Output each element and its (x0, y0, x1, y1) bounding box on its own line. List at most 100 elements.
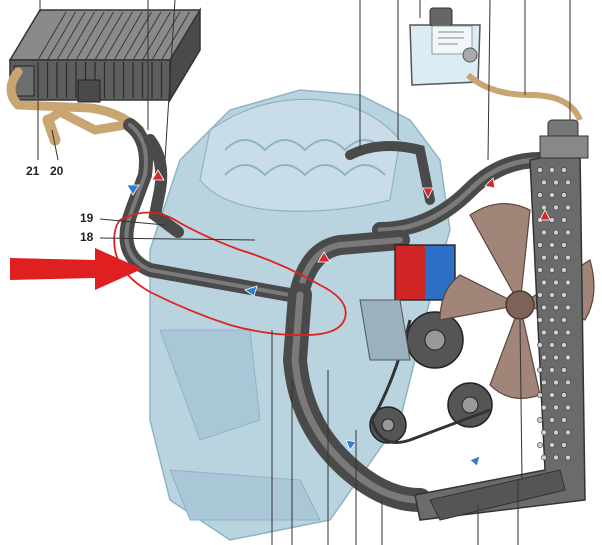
radiator-dot (565, 229, 571, 236)
thermostat (394, 244, 456, 301)
radiator-dots (537, 167, 571, 461)
annotation-loop (113, 211, 347, 336)
engine-hoses-upper (290, 141, 548, 300)
lower-hose (282, 283, 432, 512)
radiator-dot (541, 429, 547, 436)
radiator-dot (565, 254, 571, 261)
heater-fin-top (94, 11, 124, 61)
radiator-dot (561, 292, 567, 298)
callout-18: 18 (80, 230, 94, 244)
tank-hose (465, 72, 583, 122)
radiator-dot (553, 329, 559, 336)
radiator-dot (565, 379, 571, 386)
radiator-dot (537, 167, 543, 173)
radiator-dot (565, 404, 571, 411)
pulleys (359, 299, 493, 444)
radiator-dot (553, 229, 559, 236)
heater-fin-top (161, 11, 190, 61)
leader-lines (37, 0, 571, 545)
radiator-dot (537, 392, 543, 398)
radiator-dot (537, 417, 543, 423)
radiator-dot (553, 429, 559, 436)
radiator-dot (561, 442, 567, 448)
radiator-dot (537, 192, 543, 198)
radiator-dot (565, 454, 571, 461)
radiator-dot (549, 242, 555, 248)
flow-arrows (126, 169, 551, 467)
radiator-dot (541, 354, 547, 361)
radiator-dot (549, 392, 555, 398)
radiator-dot (561, 392, 567, 398)
radiator-dot (541, 379, 547, 386)
radiator-dot (561, 167, 567, 173)
red-arrow (10, 248, 142, 290)
radiator-dot (553, 454, 559, 461)
heater-fin-top (123, 11, 152, 61)
radiator-dot (561, 417, 567, 423)
radiator-dot (541, 404, 547, 411)
heater-fin-top (132, 11, 162, 61)
heater-fin-top (47, 11, 76, 61)
heater-fin-top (142, 11, 171, 61)
radiator-dot (541, 254, 547, 261)
radiator-dot (537, 442, 543, 448)
radiator-dot (561, 192, 567, 198)
heater-fin-top (151, 11, 181, 61)
heater-fin-top (66, 11, 95, 61)
radiator-dot (549, 192, 555, 198)
callout-19: 19 (80, 211, 94, 225)
radiator-dot (553, 204, 559, 211)
heater-hoses (119, 118, 297, 302)
radiator-dot (541, 304, 547, 311)
heater-fin-top (75, 11, 105, 61)
radiator-dot (549, 292, 555, 298)
callout-21: 21 (26, 164, 40, 178)
radiator-dot (565, 204, 571, 211)
heater-fin-top (37, 11, 67, 61)
radiator-dot (553, 354, 559, 361)
radiator-dot (561, 367, 567, 373)
radiator-dot (541, 204, 547, 211)
heater-fin-top (113, 11, 143, 61)
radiator-dot (541, 329, 547, 336)
radiator-dot (537, 242, 543, 248)
radiator-dot (549, 367, 555, 373)
radiator-dot (561, 267, 567, 273)
radiator-dot (561, 242, 567, 248)
radiator-dot (541, 279, 547, 286)
expansion-tank (409, 7, 481, 86)
radiator-dot (553, 254, 559, 261)
heater-fin-top (104, 11, 133, 61)
radiator-dot (565, 304, 571, 311)
heater-fin-top (56, 11, 86, 61)
radiator-dot (565, 329, 571, 336)
heater-fins (37, 11, 190, 98)
radiator-dot (553, 304, 559, 311)
radiator-dot (549, 342, 555, 348)
radiator-dot (561, 342, 567, 348)
radiator-dot (549, 317, 555, 323)
heater-core (8, 7, 202, 103)
radiator-dot (565, 354, 571, 361)
radiator-dot (565, 279, 571, 286)
radiator-dot (565, 429, 571, 436)
radiator-dot (553, 279, 559, 286)
radiator-dot (549, 417, 555, 423)
radiator-dot (565, 179, 571, 186)
radiator-dot (537, 342, 543, 348)
callout-20: 20 (50, 164, 64, 178)
radiator-dot (561, 217, 567, 223)
radiator-dot (553, 379, 559, 386)
radiator-dot (553, 179, 559, 186)
radiator-dot (549, 167, 555, 173)
radiator-dot (549, 267, 555, 273)
radiator-dot (561, 317, 567, 323)
radiator-dot (537, 367, 543, 373)
radiator-dot (541, 179, 547, 186)
radiator-dot (541, 454, 547, 461)
radiator-dot (537, 317, 543, 323)
radiator-dot (553, 404, 559, 411)
radiator-dot (541, 229, 547, 236)
radiator-dot (537, 267, 543, 273)
